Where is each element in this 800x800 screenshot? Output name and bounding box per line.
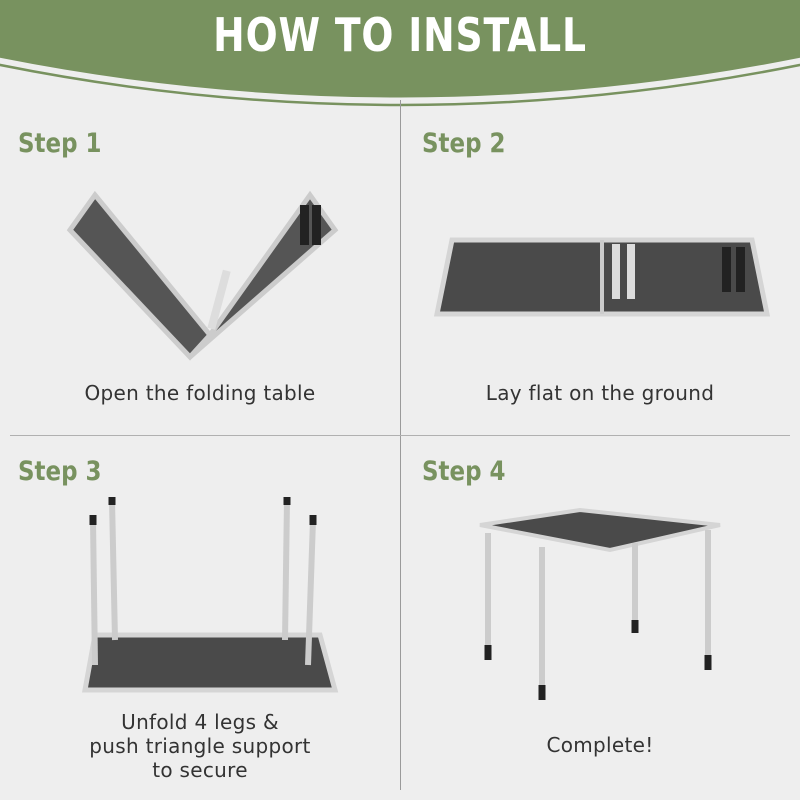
step-1-label: Step 1 bbox=[18, 128, 102, 159]
step-3-image bbox=[82, 497, 339, 693]
step-2-label: Step 2 bbox=[422, 128, 506, 159]
step-3-caption-line-1: Unfold 4 legs & bbox=[121, 710, 279, 734]
step-4-caption: Complete! bbox=[546, 733, 654, 757]
step-3-label: Step 3 bbox=[18, 456, 102, 487]
step-1-caption: Open the folding table bbox=[84, 381, 316, 405]
step-3-caption: Unfold 4 legs & push triangle support to… bbox=[0, 710, 400, 782]
step-4-label: Step 4 bbox=[422, 456, 506, 487]
step-4-image bbox=[479, 507, 721, 700]
vertical-divider bbox=[400, 100, 401, 790]
step-2-caption: Lay flat on the ground bbox=[485, 381, 715, 405]
step-1-image bbox=[66, 190, 339, 361]
step-3-caption-line-2: push triangle support bbox=[89, 734, 311, 758]
page-title: HOW TO INSTALL bbox=[213, 8, 587, 62]
step-3-caption-line-3: to secure bbox=[152, 758, 248, 782]
horizontal-divider bbox=[10, 435, 790, 436]
step-2-image bbox=[433, 237, 771, 317]
